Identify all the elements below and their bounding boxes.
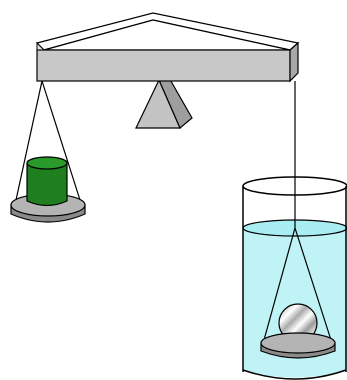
right-pan (260, 332, 336, 359)
left-pan-strings (15, 80, 81, 201)
balance-beam (35, 12, 300, 83)
weight-cylinder (26, 156, 68, 207)
fulcrum (135, 75, 193, 129)
right-pan-strings (263, 227, 332, 341)
